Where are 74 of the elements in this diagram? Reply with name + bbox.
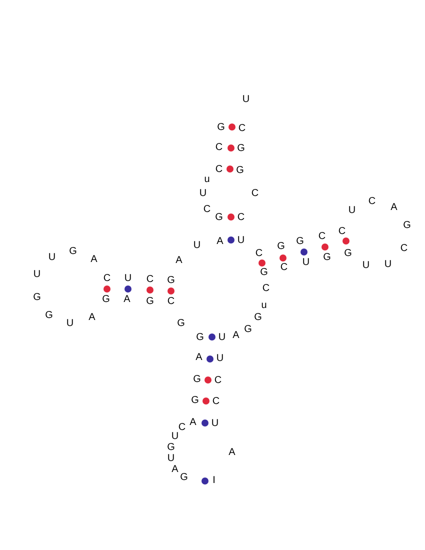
base-letter: U	[33, 270, 41, 280]
base-letter: C	[255, 249, 263, 259]
base-letter: G	[236, 166, 244, 176]
base-letter: u	[261, 301, 267, 311]
base-letter: C	[237, 213, 245, 223]
base-letter: C	[203, 205, 211, 215]
base-letter: A	[88, 313, 96, 323]
base-letter: C	[215, 165, 223, 175]
base-letter: A	[196, 353, 202, 363]
base-letter: G	[180, 473, 188, 483]
base-letter: U	[167, 454, 175, 464]
base-letter: G	[344, 249, 352, 259]
base-letter: u	[204, 175, 210, 185]
base-letter: G	[296, 237, 304, 247]
base-letter: G	[254, 313, 262, 323]
base-letter: G	[215, 213, 223, 223]
base-letter: C	[167, 297, 175, 307]
base-letter: U	[216, 354, 224, 364]
base-letter: G	[102, 295, 110, 305]
base-letter: U	[199, 189, 207, 199]
base-letter: C	[262, 284, 270, 294]
base-letter: C	[103, 274, 111, 284]
base-letter: G	[244, 325, 252, 335]
base-letter: C	[215, 143, 223, 153]
base-letter: G	[167, 276, 175, 286]
base-letter: U	[171, 432, 179, 442]
base-letter: C	[146, 275, 154, 285]
base-letter: A	[390, 203, 398, 213]
base-letter: U	[48, 253, 56, 263]
base-letter: A	[172, 465, 178, 475]
base-letter: U	[193, 241, 201, 251]
base-letter: G	[167, 443, 175, 453]
base-letter: C	[212, 397, 220, 407]
base-letter: C	[400, 244, 408, 254]
base-letter: C	[338, 227, 346, 237]
base-letter: I	[212, 476, 216, 486]
base-letter: A	[216, 237, 224, 247]
base-letter: G	[177, 319, 185, 329]
base-letter: U	[362, 261, 370, 271]
base-letter: U	[124, 274, 132, 284]
base-letter: G	[193, 375, 201, 385]
base-letter: A	[124, 295, 130, 305]
base-letter: G	[146, 297, 154, 307]
base-letter: G	[217, 123, 225, 133]
base-letter: U	[302, 258, 310, 268]
base-letter: U	[242, 95, 250, 105]
base-letter: U	[384, 260, 392, 270]
base-letter: U	[237, 236, 245, 246]
base-letter: G	[191, 396, 199, 406]
base-letter: A	[176, 256, 182, 266]
base-letter: A	[190, 418, 196, 428]
base-letter: U	[218, 333, 226, 343]
base-letter: G	[33, 293, 41, 303]
base-letter: A	[228, 448, 236, 458]
base-letter: C	[214, 376, 222, 386]
base-letter: U	[66, 319, 74, 329]
base-letter: G	[260, 268, 268, 278]
base-letter: C	[368, 197, 376, 207]
base-letter: U	[211, 419, 219, 429]
base-letter: G	[277, 242, 285, 252]
base-letter: C	[251, 189, 259, 199]
base-letter: G	[323, 253, 331, 263]
base-letter: C	[318, 232, 326, 242]
base-letter: G	[69, 247, 77, 257]
base-letter: G	[237, 144, 245, 154]
base-letter: A	[90, 255, 98, 265]
base-letter: C	[178, 423, 186, 433]
base-letter: G	[403, 221, 411, 231]
base-letter: C	[280, 263, 288, 273]
base-letter: G	[45, 311, 53, 321]
base-letter: C	[238, 124, 246, 134]
base-letter: G	[196, 333, 204, 343]
base-letter: A	[232, 331, 240, 341]
base-letter: U	[348, 206, 356, 216]
